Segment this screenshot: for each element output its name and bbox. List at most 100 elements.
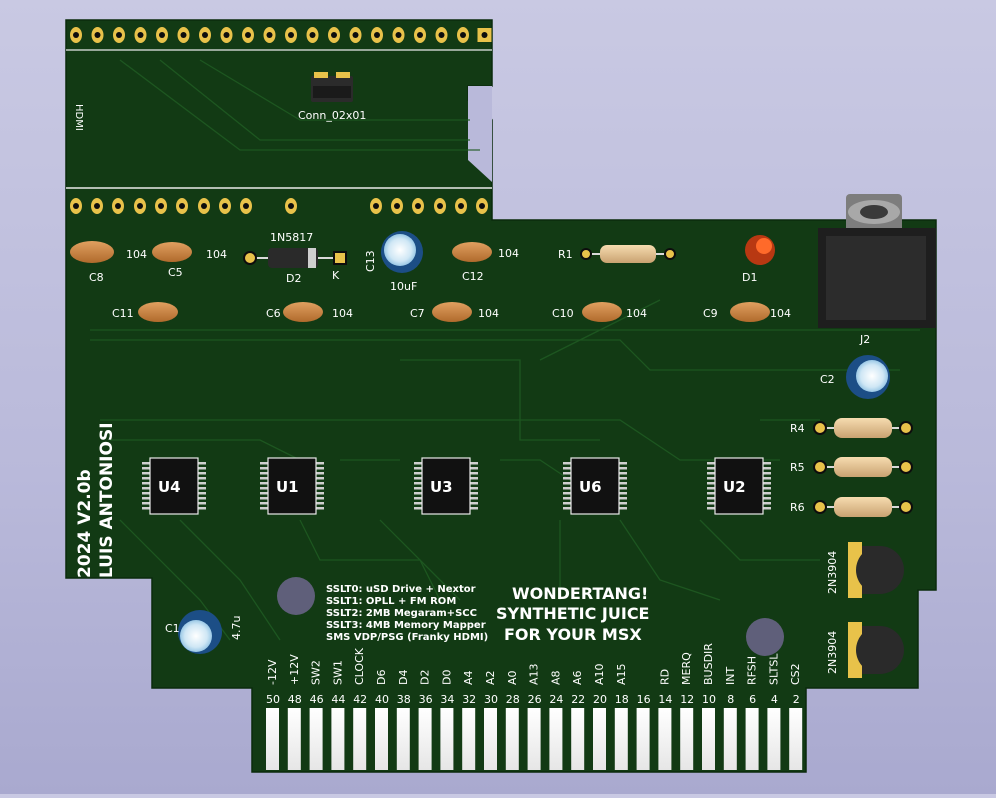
edge-pin: 40: [375, 693, 389, 706]
resistor-ref: R4: [790, 422, 805, 435]
slot-line: SSLT2: 2MB Megaram+SCC: [326, 608, 477, 619]
edge-signal: CLOCK: [353, 647, 366, 685]
header-pad: [328, 27, 340, 43]
slot-list: SSLT0: uSD Drive + Nextor SSLT1: OPLL + …: [326, 584, 488, 643]
edge-finger: [375, 708, 388, 770]
edge-signal: A2: [484, 670, 497, 685]
edge-finger: [789, 708, 803, 770]
chip-u2: [707, 457, 771, 515]
resistor-r5: [813, 457, 913, 477]
edge-finger: [614, 708, 628, 770]
resistor-ref: R5: [790, 461, 805, 474]
cap-c7-val: 104: [478, 307, 499, 320]
edge-signal: SW2: [310, 660, 323, 685]
edge-signal: A6: [571, 670, 584, 685]
edge-finger: [505, 708, 519, 770]
edge-finger: [331, 708, 345, 770]
header-pad: [113, 27, 125, 43]
header-pad: [112, 198, 124, 214]
edge-pin: 2: [793, 693, 800, 706]
edge-finger: [484, 708, 497, 770]
header-pad: [134, 198, 146, 214]
edge-pin: 24: [549, 693, 563, 706]
edge-pin: 14: [658, 693, 672, 706]
edge-pin: 44: [331, 693, 345, 706]
edge-signal: RFSH: [746, 656, 759, 685]
chip-label: U6: [579, 478, 602, 496]
mounting-hole-left: [277, 577, 315, 615]
header-pad: [306, 27, 319, 43]
resistor-r4: [813, 418, 913, 438]
jack-ref: J2: [859, 333, 870, 346]
edge-finger: [462, 708, 476, 770]
cap-c12-ref: C12: [462, 270, 484, 283]
edge-finger: [440, 708, 454, 770]
header-pad: [155, 198, 167, 214]
header-pad: [285, 198, 297, 214]
slot-line: SSLT1: OPLL + FM ROM: [326, 596, 456, 607]
slot-line: SMS VDP/PSG (Franky HDMI): [326, 632, 488, 643]
chip-u4: [142, 457, 206, 515]
transistor-part: 2N3904: [826, 551, 839, 594]
edge-finger: [396, 708, 410, 770]
edge-pin: 32: [462, 693, 476, 706]
elcap-c13: [381, 231, 423, 273]
header-pad: [91, 198, 103, 214]
header-pad: [199, 27, 211, 43]
header-pad: [242, 27, 254, 43]
header-pad: [457, 27, 469, 43]
elcap-c1: [178, 610, 222, 654]
elcap-c13-val: 10uF: [390, 280, 417, 293]
header-pad: [176, 198, 188, 214]
conn-02x01-header: [311, 72, 353, 102]
cap-c11: [138, 302, 178, 322]
edge-finger: [571, 708, 585, 770]
header-pad: [349, 27, 362, 43]
edge-signal: D0: [440, 670, 453, 685]
header-pad: [219, 198, 231, 214]
edge-pin: 18: [615, 693, 629, 706]
diode-d2: [243, 248, 347, 268]
header-pad: [370, 198, 382, 214]
slot-line: SSLT3: 4MB Memory Mapper: [326, 620, 486, 631]
cap-c11-ref: C11: [112, 307, 134, 320]
cap-c12: [452, 242, 492, 262]
led-d1-ref: D1: [742, 271, 757, 284]
edge-pin: 6: [749, 693, 756, 706]
transistor: [848, 622, 904, 678]
header-pad: [414, 27, 426, 43]
edge-pin: 50: [266, 693, 280, 706]
header-pad: [263, 27, 276, 43]
cap-c5-ref: C5: [168, 266, 183, 279]
transistor: [848, 542, 904, 598]
header-pad: [285, 27, 297, 43]
module-header-bottom: [70, 198, 488, 214]
edge-finger: [767, 708, 781, 770]
edge-finger: [549, 708, 563, 770]
transistor-column: 2N3904 2N3904: [826, 542, 904, 678]
header-pad: [371, 27, 383, 43]
edge-signal: INT: [724, 667, 737, 685]
edge-finger: [658, 708, 672, 770]
edge-finger: [287, 708, 301, 770]
cap-c5: [152, 242, 192, 262]
slogan-line: SYNTHETIC JUICE: [496, 604, 649, 623]
header-pad: [435, 27, 448, 43]
edge-pin: 8: [727, 693, 734, 706]
cap-c9: [730, 302, 770, 322]
resistor-r6: [813, 497, 913, 517]
edge-finger: [745, 708, 759, 770]
edge-signal: CS2: [789, 663, 802, 685]
header-pad: [134, 27, 147, 43]
edge-signal: RD: [658, 669, 671, 685]
header-pad: [198, 198, 210, 214]
edge-finger: [680, 708, 694, 770]
board-notch: [468, 86, 492, 182]
transistor-part: 2N3904: [826, 631, 839, 674]
edge-connector: [266, 708, 803, 770]
cap-c10-val: 104: [626, 307, 647, 320]
header-pad: [391, 198, 403, 214]
